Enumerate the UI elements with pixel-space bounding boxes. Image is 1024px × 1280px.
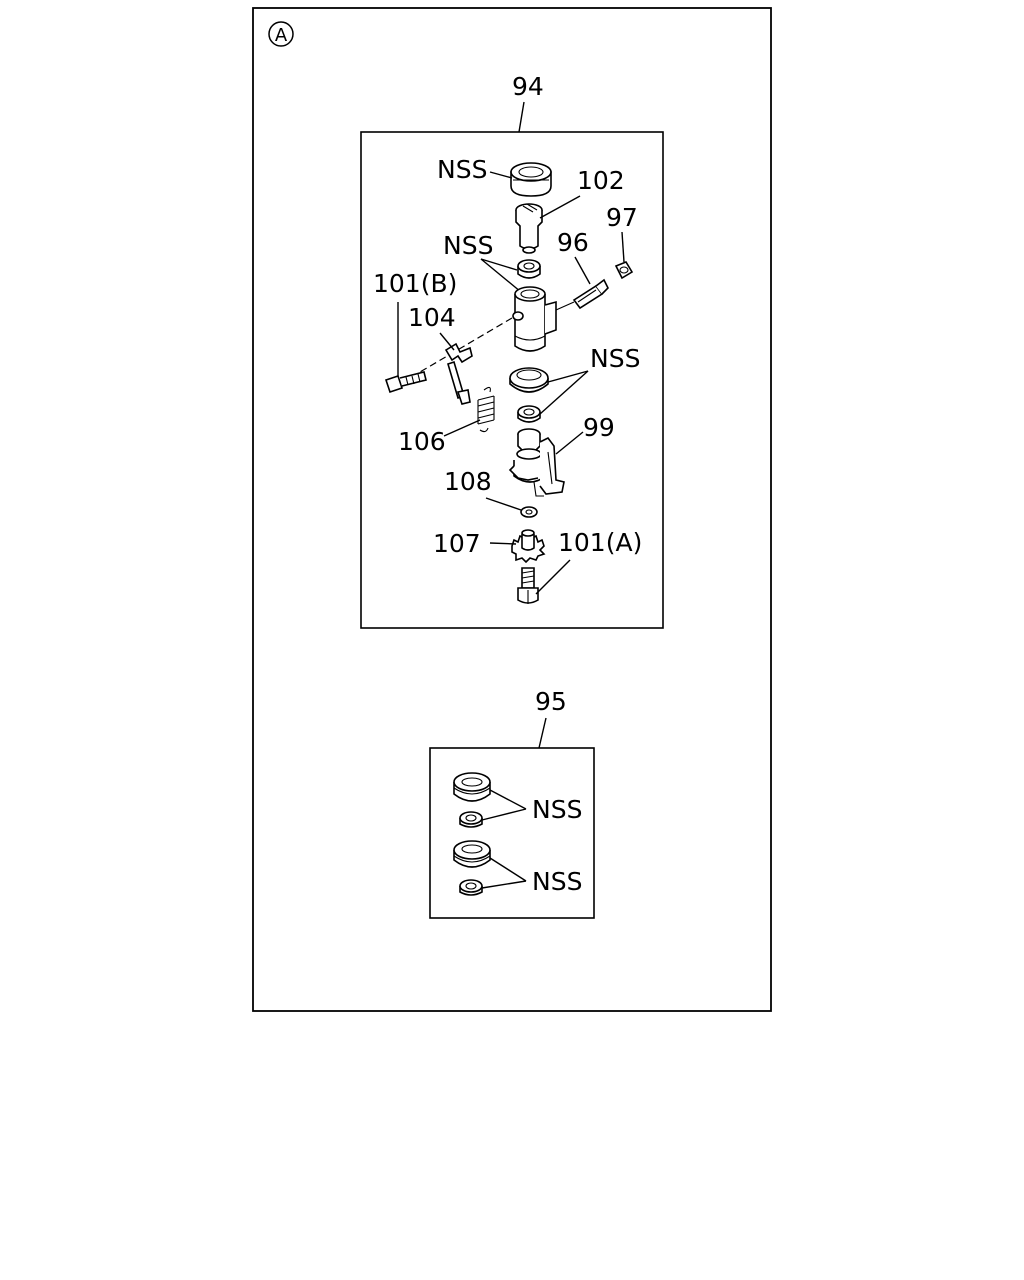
leader-107 — [489, 542, 517, 545]
leader-101a — [535, 559, 571, 595]
leader-kit95-nss-1a — [489, 789, 527, 810]
part-99-piston — [508, 428, 565, 497]
leader-kit95-nss-1b — [481, 808, 527, 821]
label-104: 104 — [408, 303, 456, 332]
leader-96 — [574, 256, 591, 285]
kit-94-leader — [518, 101, 525, 133]
label-nss-upper: NSS — [443, 231, 493, 260]
section-marker: A — [268, 21, 294, 47]
kit-95-seal-ring-1 — [459, 811, 483, 828]
part-96-bleeder — [555, 278, 609, 311]
label-kit95-nss-2: NSS — [532, 867, 582, 896]
label-99: 99 — [583, 413, 615, 442]
section-marker-letter: A — [275, 25, 288, 46]
seal-ring-middle — [517, 405, 541, 423]
label-108: 108 — [444, 467, 492, 496]
part-101b-screw — [384, 371, 427, 394]
leader-nss-upper-a — [480, 258, 518, 271]
seal-cup-middle — [509, 367, 549, 393]
kit-95-seal-ring-2 — [459, 879, 483, 896]
label-101b: 101(B) — [373, 269, 457, 298]
kit-94-number: 94 — [512, 72, 544, 101]
seal-cup-top — [510, 162, 552, 197]
kit-95-seal-cup-1 — [453, 772, 491, 802]
leader-kit95-nss-2a — [489, 857, 527, 882]
label-106: 106 — [398, 427, 446, 456]
part-104-lever — [444, 342, 473, 405]
label-107: 107 — [433, 529, 481, 558]
part-102-piston — [515, 203, 543, 254]
leader-106 — [443, 419, 481, 437]
leader-nss-middle-b — [539, 370, 589, 415]
leader-99 — [555, 431, 584, 455]
kit-94-box — [360, 131, 664, 629]
kit-95-box — [429, 747, 595, 919]
label-kit95-nss-1: NSS — [532, 795, 582, 824]
part-106-spring — [477, 386, 495, 433]
kit-95-number: 95 — [535, 687, 567, 716]
part-97-cap — [614, 261, 634, 280]
part-107-gear — [511, 529, 546, 564]
label-101a: 101(A) — [558, 528, 642, 557]
leader-nss-middle-a — [547, 370, 589, 383]
part-101a-screw — [517, 567, 539, 604]
cylinder-body — [512, 286, 557, 352]
seal-ring-upper — [517, 259, 541, 279]
label-nss-top: NSS — [437, 155, 487, 184]
leader-102 — [539, 195, 581, 219]
label-102: 102 — [577, 166, 625, 195]
part-108-washer — [520, 506, 538, 518]
label-nss-middle: NSS — [590, 344, 640, 373]
label-96: 96 — [557, 228, 589, 257]
outer-frame — [252, 7, 772, 1012]
assembly-line-101b — [419, 317, 513, 373]
section-marker-circle — [268, 21, 294, 47]
leader-kit95-nss-2b — [481, 880, 527, 889]
kit-95-leader — [538, 717, 547, 749]
kit-95-seal-cup-2 — [453, 840, 491, 868]
leader-nss-top — [489, 171, 513, 179]
leader-97 — [621, 231, 625, 263]
label-97: 97 — [606, 203, 638, 232]
leader-104 — [439, 332, 455, 351]
leader-nss-upper-b — [480, 258, 522, 293]
leader-108 — [485, 497, 522, 511]
